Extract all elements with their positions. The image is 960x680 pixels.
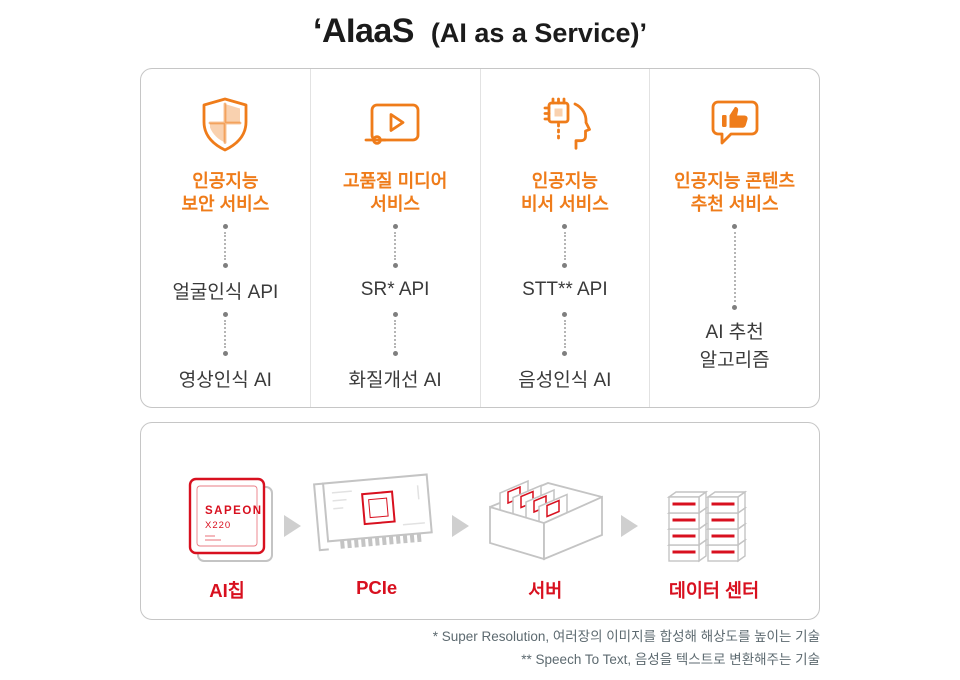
chip-model-text: X220 xyxy=(205,520,231,531)
service-title: 고품질 미디어 서비스 xyxy=(342,170,448,214)
hardware-panel: SAPEON X220 AI칩 xyxy=(140,422,820,620)
datacenter-illustration xyxy=(639,437,789,571)
media-player-icon xyxy=(364,93,426,157)
service-column-security: 인공지능 보안 서비스 얼굴인식 API 영상인식 AI xyxy=(141,69,310,407)
hardware-ai-chip: SAPEON X220 AI칩 xyxy=(171,437,283,603)
arrow-right-icon xyxy=(452,515,470,537)
ai-chip-illustration: SAPEON X220 xyxy=(171,437,283,571)
hardware-datacenter: 데이터 센터 xyxy=(639,437,789,603)
footnote-speech-to-text: ** Speech To Text, 음성을 텍스트로 변환해주는 기술 xyxy=(521,652,820,668)
service-api-label: SR* API xyxy=(360,279,430,300)
hardware-label: PCIe xyxy=(356,577,398,598)
title-sub: (AI as a Service)’ xyxy=(430,18,647,48)
service-ai-label: 화질개선 AI xyxy=(348,369,442,391)
service-api-label: 얼굴인식 API xyxy=(172,281,279,303)
service-title: 인공지능 비서 서비스 xyxy=(520,170,609,214)
service-column-recommendation: 인공지능 콘텐츠 추천 서비스 AI 추천 알고리즘 xyxy=(649,69,819,407)
hardware-label: 데이터 센터 xyxy=(668,580,760,601)
security-shield-icon xyxy=(196,93,254,157)
title-main: ‘AIaaS xyxy=(313,12,414,50)
dotted-connector xyxy=(222,224,228,268)
dotted-connector xyxy=(732,224,738,310)
server-illustration xyxy=(470,437,620,571)
service-ai-label: 음성인식 AI xyxy=(518,369,612,391)
dotted-connector xyxy=(392,312,398,356)
service-ai-label: 영상인식 AI xyxy=(178,369,272,391)
dotted-connector xyxy=(562,312,568,356)
service-column-assistant: 인공지능 비서 서비스 STT** API 음성인식 AI xyxy=(479,69,650,407)
footnote-super-resolution: * Super Resolution, 여러장의 이미지를 합성해 해상도를 높… xyxy=(432,629,820,644)
arrow-right-icon xyxy=(283,515,301,537)
footnotes: * Super Resolution, 여러장의 이미지를 합성해 해상도를 높… xyxy=(433,625,820,671)
hardware-label: AI칩 xyxy=(209,580,245,601)
service-title: 인공지능 콘텐츠 추천 서비스 xyxy=(674,170,796,214)
chip-brand-text: SAPEON xyxy=(205,505,263,517)
thumbs-up-bubble-icon xyxy=(705,93,765,157)
service-result-label: AI 추천 알고리즘 xyxy=(699,322,770,371)
hardware-pcie: PCIe xyxy=(302,437,452,599)
page-title: ‘AIaaS (AI as a Service)’ xyxy=(0,12,960,51)
dotted-connector xyxy=(222,312,228,356)
hardware-server: 서버 xyxy=(470,437,620,603)
service-api-label: STT** API xyxy=(522,279,608,300)
service-title: 인공지능 보안 서비스 xyxy=(181,170,270,214)
pcie-card-illustration xyxy=(302,437,452,571)
arrow-right-icon xyxy=(621,515,639,537)
assistant-chip-head-icon xyxy=(535,93,595,157)
dotted-connector xyxy=(392,224,398,268)
hardware-label: 서버 xyxy=(528,580,563,601)
services-panel: 인공지능 보안 서비스 얼굴인식 API 영상인식 AI 고품질 미디어 서비스… xyxy=(140,68,820,408)
dotted-connector xyxy=(562,224,568,268)
service-column-media: 고품질 미디어 서비스 SR* API 화질개선 AI xyxy=(309,69,480,407)
